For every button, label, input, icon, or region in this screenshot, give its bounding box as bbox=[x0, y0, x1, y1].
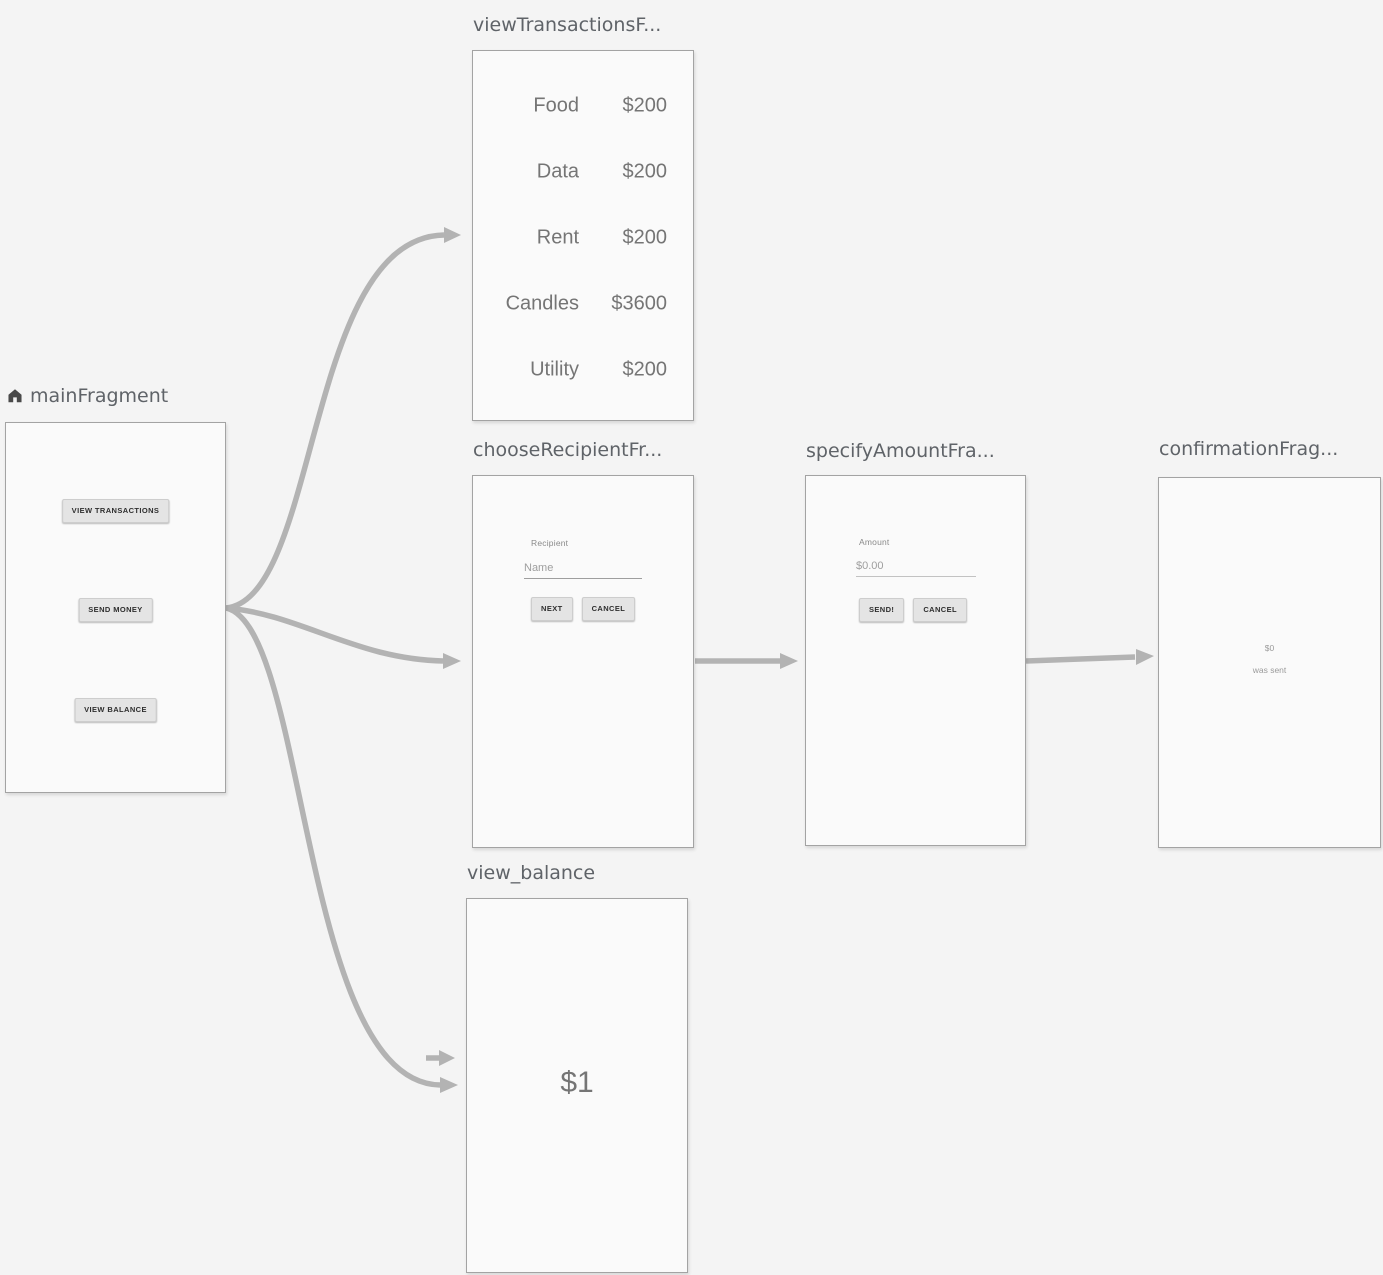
fragment-card-choose-recipient[interactable]: Recipient NEXT CANCEL bbox=[472, 475, 694, 848]
view-transactions-button[interactable]: VIEW TRANSACTIONS bbox=[61, 499, 170, 523]
home-icon bbox=[6, 387, 24, 405]
transaction-label: Data bbox=[536, 160, 579, 183]
transaction-label: Candles bbox=[505, 292, 579, 315]
next-button[interactable]: NEXT bbox=[531, 597, 573, 621]
transaction-row: Rent $200 bbox=[473, 205, 693, 271]
confirmation-amount: $0 bbox=[1264, 643, 1275, 653]
fragment-title-label: viewTransactionsF... bbox=[473, 14, 662, 36]
amount-field-label: Amount bbox=[859, 537, 890, 547]
fragment-card-view-transactions[interactable]: Food $200 Data $200 Rent $200 Candles $3… bbox=[472, 50, 694, 421]
send-button[interactable]: SEND! bbox=[859, 598, 905, 622]
transaction-amount: $200 bbox=[622, 160, 668, 183]
transaction-amount: $200 bbox=[622, 358, 668, 381]
transaction-amount: $200 bbox=[622, 94, 668, 117]
balance-amount: $1 bbox=[560, 1066, 594, 1099]
transaction-label: Rent bbox=[536, 226, 579, 249]
transaction-amount: $200 bbox=[622, 226, 668, 249]
action-arrow-main-to-view-transactions[interactable] bbox=[225, 227, 461, 611]
recipient-field-label: Recipient bbox=[531, 538, 569, 548]
cancel-button[interactable]: CANCEL bbox=[913, 598, 967, 622]
transaction-row: Candles $3600 bbox=[473, 271, 693, 337]
fragment-title-label: specifyAmountFra... bbox=[806, 440, 995, 462]
cancel-button[interactable]: CANCEL bbox=[581, 597, 636, 621]
transaction-row: Utility $200 bbox=[473, 337, 693, 403]
action-arrow-stub-to-view-balance[interactable] bbox=[426, 1050, 455, 1066]
fragment-title-label: chooseRecipientFr... bbox=[473, 439, 663, 461]
transaction-row: Food $200 bbox=[473, 73, 693, 139]
amount-input[interactable] bbox=[856, 560, 976, 577]
send-money-button[interactable]: SEND MONEY bbox=[78, 598, 153, 622]
fragment-title-confirmation: confirmationFrag... bbox=[1159, 438, 1338, 460]
fragment-card-main[interactable]: VIEW TRANSACTIONS SEND MONEY VIEW BALANC… bbox=[5, 422, 226, 793]
transaction-amount: $3600 bbox=[611, 292, 667, 315]
fragment-title-choose-recipient: chooseRecipientFr... bbox=[473, 439, 662, 461]
fragment-title-label: mainFragment bbox=[30, 385, 169, 407]
transaction-row: Data $200 bbox=[473, 139, 693, 205]
action-arrow-specify-amount-to-confirmation[interactable] bbox=[1025, 649, 1154, 665]
fragment-title-label: view_balance bbox=[467, 862, 596, 884]
fragment-title-main: mainFragment bbox=[6, 385, 168, 407]
transaction-label: Food bbox=[533, 94, 579, 117]
recipient-name-input[interactable] bbox=[524, 562, 642, 579]
fragment-title-view-transactions: viewTransactionsF... bbox=[473, 14, 661, 36]
fragment-card-specify-amount[interactable]: Amount SEND! CANCEL bbox=[805, 475, 1026, 846]
action-arrow-main-to-view-balance[interactable] bbox=[225, 605, 458, 1093]
transaction-label: Utility bbox=[530, 358, 579, 381]
fragment-card-confirmation[interactable]: $0 was sent bbox=[1158, 477, 1381, 848]
action-arrow-choose-recipient-to-specify-amount[interactable] bbox=[695, 653, 798, 669]
transactions-list: Food $200 Data $200 Rent $200 Candles $3… bbox=[473, 73, 693, 403]
fragment-title-specify-amount: specifyAmountFra... bbox=[806, 440, 995, 462]
fragment-title-label: confirmationFrag... bbox=[1159, 438, 1339, 460]
action-arrow-main-to-choose-recipient[interactable] bbox=[225, 605, 461, 669]
fragment-card-view-balance[interactable]: $1 bbox=[466, 898, 688, 1273]
fragment-title-view-balance: view_balance bbox=[467, 862, 595, 884]
confirmation-message: was sent bbox=[1252, 665, 1287, 675]
amount-button-row: SEND! CANCEL bbox=[859, 598, 967, 622]
recipient-button-row: NEXT CANCEL bbox=[531, 597, 636, 621]
view-balance-button[interactable]: VIEW BALANCE bbox=[74, 698, 157, 722]
